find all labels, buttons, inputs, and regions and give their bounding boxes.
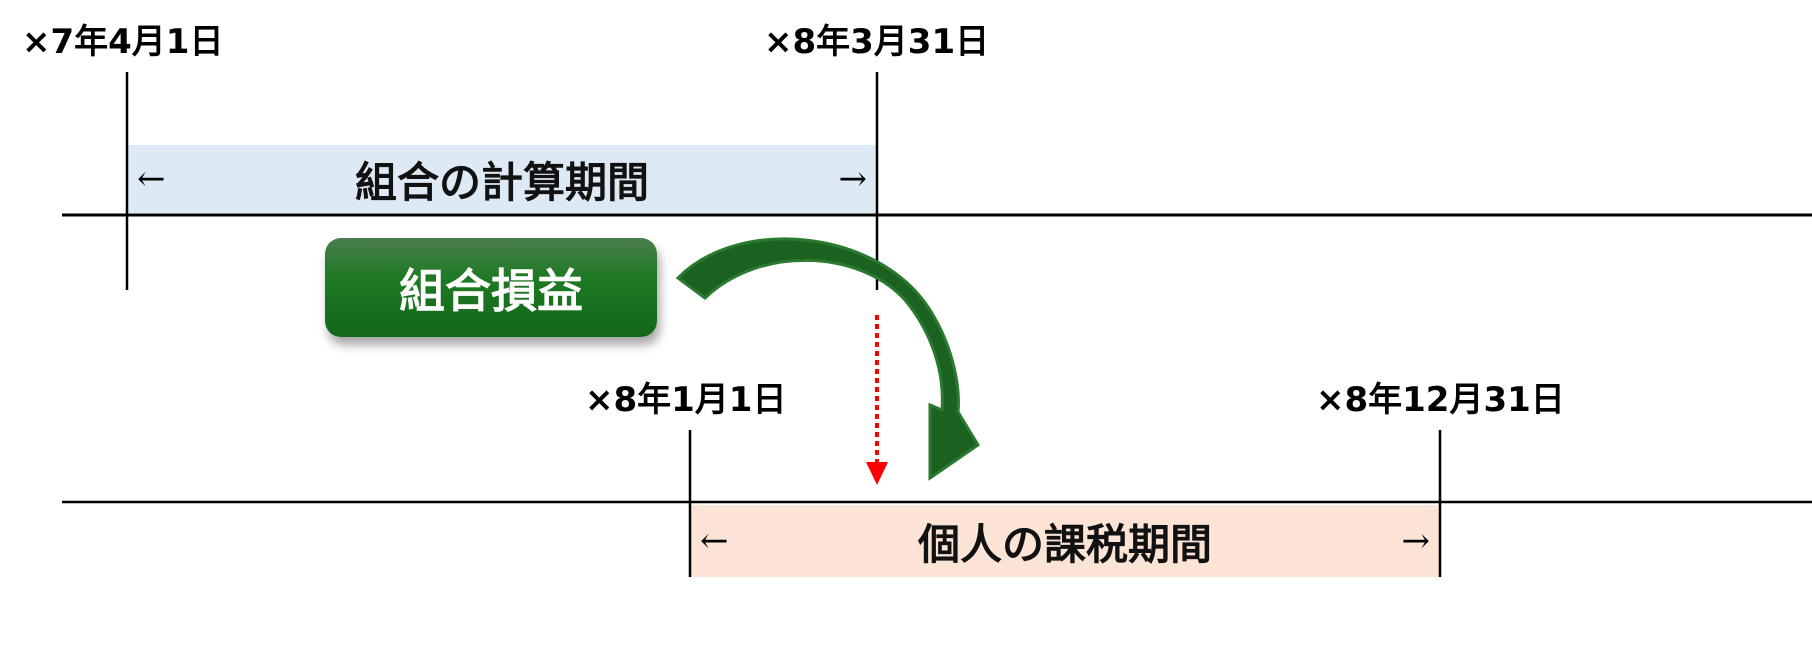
top-end-date: ×8年3月31日	[764, 22, 990, 62]
left-arrow-icon: ←	[700, 521, 729, 561]
right-arrow-icon: →	[1401, 521, 1430, 561]
individual-tax-period-label: 個人の課税期間	[917, 519, 1212, 569]
curved-arrow	[675, 237, 981, 481]
top-start-date: ×7年4月1日	[22, 22, 224, 62]
dotted-arrow	[866, 315, 888, 485]
partnership-period-label: 組合の計算期間	[354, 157, 649, 207]
right-arrow-icon: →	[838, 159, 867, 199]
partnership-profit-label: 組合損益	[399, 263, 583, 318]
bottom-start-date: ×8年1月1日	[585, 380, 787, 420]
individual-tax-period-band: ← 個人の課税期間 →	[690, 505, 1440, 577]
left-arrow-icon: ←	[137, 159, 166, 199]
partnership-period-band: ← 組合の計算期間 →	[127, 145, 877, 213]
partnership-profit-box: 組合損益	[325, 238, 657, 337]
bottom-end-date: ×8年12月31日	[1316, 380, 1565, 420]
